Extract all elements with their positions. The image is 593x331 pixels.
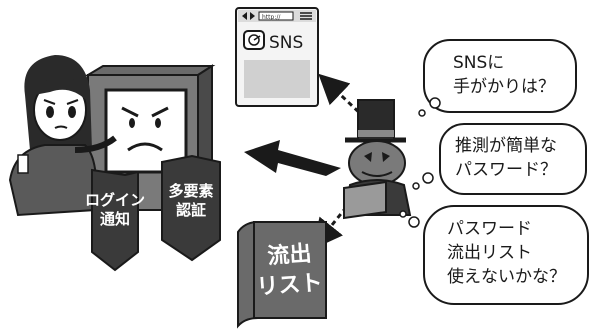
browser-window-icon: http:// SNS	[235, 7, 319, 107]
bubble-1-line-1: SNSに	[453, 53, 504, 73]
bubble-2-line-1: 推測が簡単な	[455, 136, 557, 156]
woman-icon	[8, 55, 117, 217]
bubble-2-line-2: パスワード？	[455, 160, 557, 180]
url-text: http://	[262, 14, 281, 21]
shield-right-line-1: 多要素	[168, 182, 213, 200]
hacker-icon	[343, 99, 412, 220]
thought-bubble: SNSに 手がかりは？	[418, 39, 577, 117]
book-icon: 流出 リスト	[237, 221, 327, 329]
bubble-3-line-3: 使えないかな？	[447, 266, 566, 287]
bubble-1-line-2: 手がかりは？	[453, 77, 555, 97]
sns-logo-icon	[243, 30, 265, 50]
bubble-3-line-2: 流出リスト	[447, 243, 532, 263]
shield-left-line-2: 通知	[100, 210, 130, 228]
bubble-3-line-1: パスワード	[447, 219, 532, 239]
thought-bubble: パスワード 流出リスト 使えないかな？	[399, 205, 589, 305]
shield-icon: 多要素 認証	[161, 154, 221, 262]
thought-bubble: 推測が簡単な パスワード？	[412, 123, 587, 195]
angry-face-icon	[121, 106, 169, 152]
sns-logo-text: SNS	[269, 33, 303, 53]
attack-arrow-icon	[244, 140, 341, 176]
book-title-line-1: 流出	[267, 241, 313, 270]
book-title-line-2: リスト	[256, 271, 324, 301]
shield-icon: ログイン 通知	[85, 168, 145, 272]
shield-left-line-1: ログイン	[85, 191, 145, 209]
shield-right-line-2: 認証	[176, 201, 206, 219]
